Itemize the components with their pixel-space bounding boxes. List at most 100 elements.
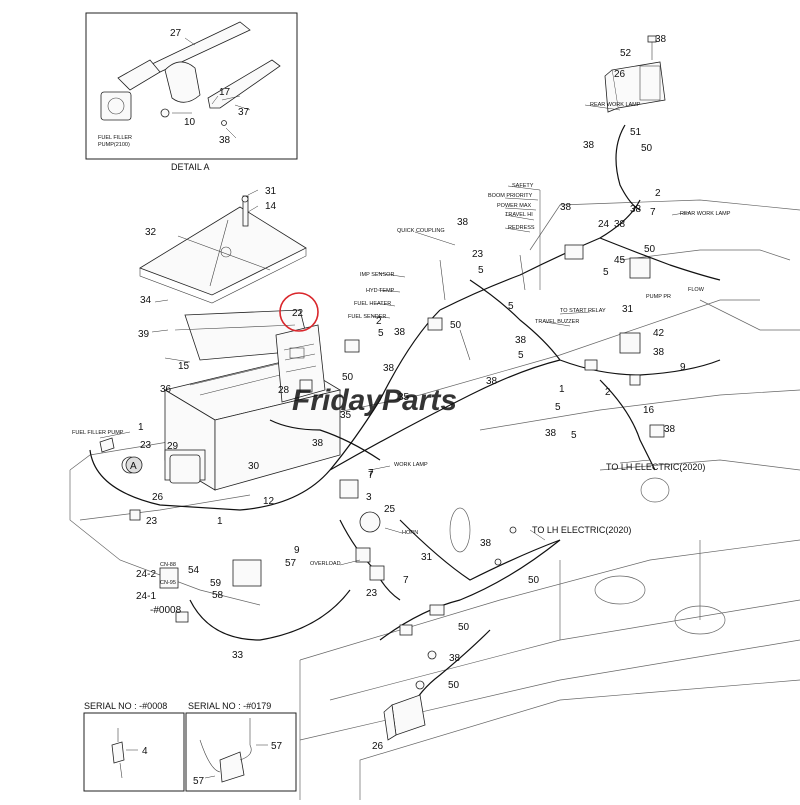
callout: 52 — [620, 48, 632, 59]
callout: 7 — [368, 470, 374, 481]
callout: 15 — [178, 361, 190, 372]
callout: 14 — [265, 201, 277, 212]
label-pump-pr: PUMP PR — [646, 294, 671, 300]
callout-10: 10 — [184, 117, 196, 128]
label-overload: OVERLOAD — [310, 561, 341, 567]
callout: 9 — [680, 362, 686, 373]
callout: 50 — [458, 622, 470, 633]
callout: 31 — [622, 304, 634, 315]
label-travel-buzzer: TRAVEL BUZZER — [535, 319, 579, 325]
callout: 25 — [384, 504, 396, 515]
callout: 32 — [145, 227, 157, 238]
callout: 23 — [366, 588, 378, 599]
callout: 2 — [605, 387, 611, 398]
callout: 38 — [515, 335, 527, 346]
callout: 50 — [641, 143, 653, 154]
fuel-filler-label-line1: FUEL FILLER — [98, 135, 132, 141]
label-power-max: POWER MAX — [497, 203, 532, 209]
detail-a-title: DETAIL A — [171, 162, 210, 172]
callout: 58 — [212, 590, 224, 601]
label-quick-coupling: QUICK COUPLING — [397, 228, 445, 234]
callout: 36 — [160, 384, 172, 395]
callout: 50 — [448, 680, 460, 691]
callout: 38 — [583, 140, 595, 151]
callout-38: 38 — [219, 135, 231, 146]
callout: 38 — [614, 219, 626, 230]
serial-box-right — [185, 712, 297, 792]
callout: 38 — [457, 217, 469, 228]
callout: 38 — [545, 428, 557, 439]
cover-plate-32 — [139, 195, 307, 304]
serial-box-left — [83, 712, 185, 792]
callout: 5 — [508, 301, 514, 312]
callout: 7 — [650, 207, 656, 218]
diagram-labels: REAR WORK LAMP REAR WORK LAMP SAFETY BOO… — [72, 102, 731, 616]
label-rear-work-lamp-top: REAR WORK LAMP — [590, 102, 641, 108]
rear-work-lamp — [604, 35, 666, 113]
callout: 5 — [518, 350, 524, 361]
callout: 23 — [146, 516, 158, 527]
callout: 54 — [188, 565, 200, 576]
fuel-filler-label-line2: PUMP(2100) — [98, 142, 130, 148]
label-imp-sensor: IMP SENSOR — [360, 272, 394, 278]
callout: 1 — [217, 516, 223, 527]
callout: 34 — [140, 295, 152, 306]
detail-a-panel: 27 17 10 37 38 FUEL FILLER PUMP(2100) DE… — [85, 12, 298, 172]
callout: 42 — [653, 328, 665, 339]
callout: 50 — [644, 244, 656, 255]
wiring-harness — [89, 124, 721, 711]
label-to-lh-electric-2: TO LH ELECTRIC(2020) — [532, 525, 631, 535]
callout: 29 — [167, 441, 179, 452]
callout: 5 — [571, 430, 577, 441]
callout: 33 — [232, 650, 244, 661]
label-flow: FLOW — [688, 287, 705, 293]
callout: 5 — [603, 267, 609, 278]
label-horn: HORN — [402, 530, 418, 536]
label-work-lamp: WORK LAMP — [394, 462, 428, 468]
callout: 59 — [210, 578, 222, 589]
callout: 23 — [140, 440, 152, 451]
callout: 5 — [378, 328, 384, 339]
callout: 38 — [383, 363, 395, 374]
detail-marker-a: A — [130, 461, 137, 472]
callout-22: 22 — [292, 308, 304, 319]
callout: 38 — [653, 347, 665, 358]
callout: 24 — [598, 219, 610, 230]
small-components — [99, 244, 665, 690]
callout: 38 — [655, 34, 667, 45]
callout: 16 — [643, 405, 655, 416]
callout: 7 — [403, 575, 409, 586]
label-safety: SAFETY — [512, 183, 534, 189]
callout: 2 — [655, 188, 661, 199]
callout: 38 — [630, 204, 642, 215]
label-fuel-sender: FUEL SENDER — [348, 314, 386, 320]
serial-note-left: SERIAL NO : -#0008 — [84, 701, 167, 711]
callout: 26 — [152, 492, 164, 503]
label-travel-hi: TRAVEL HI — [505, 212, 533, 218]
label-redress: REDRESS — [508, 225, 535, 231]
callout: 24-1 — [136, 591, 156, 602]
callout: 35 — [340, 410, 352, 421]
label-cn-bottom: CN-95 — [160, 580, 176, 586]
callout: 28 — [278, 385, 290, 396]
callout: 3 — [366, 492, 372, 503]
callout: 57 — [285, 558, 297, 569]
label-to-start-relay: TO START RELAY — [560, 308, 606, 314]
label-fuel-heater: FUEL HEATER — [354, 301, 391, 307]
callout: 38 — [480, 538, 492, 549]
callout-57-b: 57 — [193, 776, 205, 787]
callout: 1 — [559, 384, 565, 395]
label-rear-work-lamp-right: REAR WORK LAMP — [680, 211, 731, 217]
leader-lines — [99, 104, 691, 566]
detail-marker-circle — [125, 456, 143, 474]
callout-27: 27 — [170, 28, 182, 39]
callout-numbers: 38 52 26 51 38 50 2 38 24 38 38 7 50 45 … — [136, 34, 686, 752]
callout: 26 — [372, 741, 384, 752]
callout: 38 — [486, 376, 498, 387]
label-boom-priority: BOOM PRIORITY — [488, 193, 533, 199]
callout: 38 — [449, 653, 461, 664]
callout: 30 — [248, 461, 260, 472]
callout: 2 — [376, 316, 382, 327]
serial-note-right: SERIAL NO : -#0179 — [188, 701, 271, 711]
